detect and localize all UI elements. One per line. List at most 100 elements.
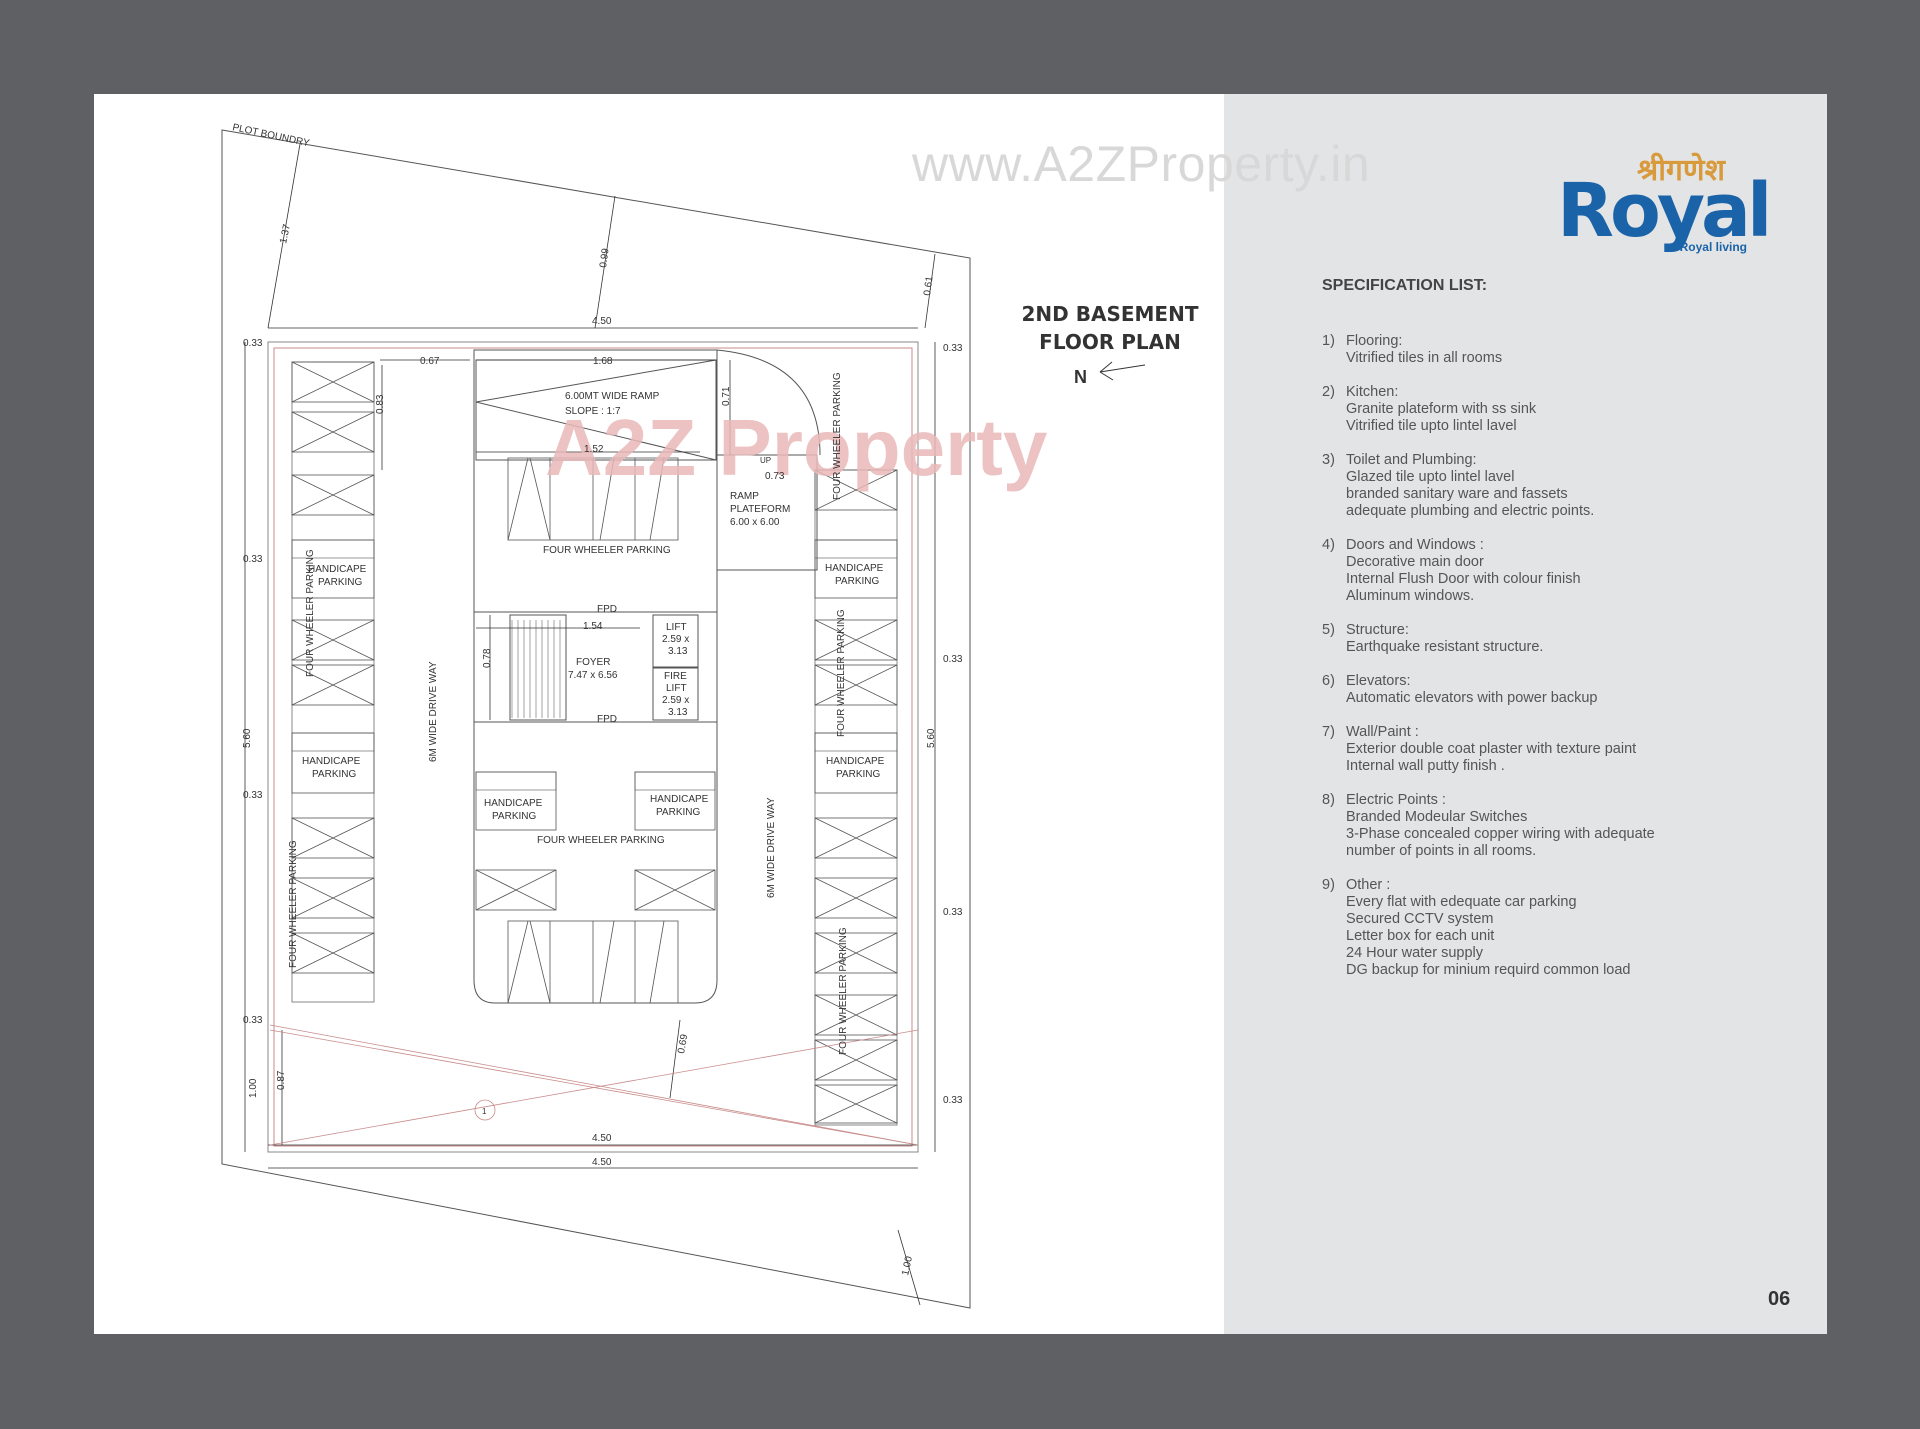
plan-title-line1: 2ND BASEMENT <box>1021 302 1199 326</box>
dim-560-left: 5.60 <box>242 728 253 748</box>
lift <box>652 614 699 668</box>
spec-item-title: Electric Points : <box>1346 792 1446 808</box>
spec-item: 5)Structure:Earthquake resistant structu… <box>1322 622 1772 656</box>
spec-heading: SPECIFICATION LIST: <box>1322 277 1488 294</box>
spec-item-line: Glazed tile upto lintel lavel <box>1346 469 1515 485</box>
label-parking-r1: PARKING <box>835 576 879 587</box>
label-ramp: 6.00MT WIDE RAMP <box>565 391 660 402</box>
dim-033-7: 0.33 <box>943 907 963 918</box>
dim-033-5: 0.33 <box>943 343 963 354</box>
dim-033-3: 0.33 <box>243 790 263 801</box>
spec-item: 9) Other :Every flat with edequate car pa… <box>1322 877 1772 979</box>
handicap-hatches <box>291 539 898 791</box>
label-fire-lift-2: LIFT <box>666 683 687 694</box>
label-parking-r2: PARKING <box>836 769 880 780</box>
page-number: 06 <box>1768 1288 1791 1310</box>
dim-168: 1.68 <box>593 356 613 367</box>
spec-item-line: 24 Hour water supply <box>1346 945 1484 961</box>
spec-item-body: Wall/Paint :Exterior double coat plaster… <box>1346 724 1636 775</box>
dimension-lines <box>244 143 936 1306</box>
dim-067: 0.67 <box>420 356 440 367</box>
dim-560-right: 5.60 <box>926 728 937 748</box>
dim-073: 0.73 <box>765 471 785 482</box>
label-lift-2: 2.59 x <box>662 634 689 645</box>
building-outline <box>267 341 919 1153</box>
dim-069: 0.69 <box>676 1033 690 1055</box>
dim-083: 0.83 <box>375 394 386 414</box>
spec-item-title: Flooring: <box>1346 333 1403 349</box>
spec-item-line: DG backup for minium requird common load <box>1346 962 1631 978</box>
label-fire-lift-4: 3.13 <box>668 707 688 718</box>
spec-item-body: Other :Every flat with edequate car park… <box>1346 877 1630 979</box>
spec-item-body: Elevators:Automatic elevators with power… <box>1346 673 1597 707</box>
dim-450-bottom1: 4.50 <box>592 1133 612 1144</box>
spec-item-line: Automatic elevators with power backup <box>1346 690 1598 706</box>
spec-item-body: Electric Points :Branded Modeular Switch… <box>1346 792 1655 860</box>
spec-item-title: Toilet and Plumbing: <box>1346 452 1477 468</box>
plan-title: 2ND BASEMENT FLOOR PLAN <box>1010 300 1210 356</box>
label-fire-lift-1: FIRE <box>664 671 687 682</box>
specification-panel <box>1224 94 1827 1334</box>
spec-item-line: Granite plateform with ss sink <box>1346 401 1537 417</box>
label-ramp-plateform-2: PLATEFORM <box>730 504 790 515</box>
label-ramp-plateform-3: 6.00 x 6.00 <box>730 517 780 528</box>
spec-item: 3)Toilet and Plumbing:Glazed tile upto l… <box>1322 452 1772 520</box>
label-handicape-r2: HANDICAPE <box>826 756 885 767</box>
spec-item-line: Internal Flush Door with colour finish <box>1346 571 1581 587</box>
logo-tagline: Royal living <box>1679 240 1747 254</box>
dim-154: 1.54 <box>583 621 603 632</box>
spec-item-number: 7) <box>1322 724 1335 740</box>
label-slope: SLOPE : 1:7 <box>565 406 621 417</box>
spec-item-body: Structure:Earthquake resistant structure… <box>1346 622 1543 656</box>
spec-item-body: Toilet and Plumbing:Glazed tile upto lin… <box>1346 452 1594 520</box>
dim-033-8: 0.33 <box>943 1095 963 1106</box>
spec-item-line: Earthquake resistant structure. <box>1346 639 1544 655</box>
spec-item-number: 6) <box>1322 673 1335 689</box>
spec-item-title: Doors and Windows : <box>1346 537 1484 553</box>
watermark-url: www.A2ZProperty.in <box>912 136 1371 192</box>
label-fwp-center-top: FOUR WHEELER PARKING <box>543 545 671 556</box>
spec-item-line: Exterior double coat plaster with textur… <box>1346 741 1637 757</box>
label-fwp-left-1: FOUR WHEELER PARKING <box>305 549 316 677</box>
label-driveway-right: 6M WIDE DRIVE WAY <box>766 797 777 898</box>
label-handicape-l1: HANDICAPE <box>308 564 367 575</box>
north-label: N <box>1074 367 1087 387</box>
dim-071: 0.71 <box>721 386 732 406</box>
label-driveway-left: 6M WIDE DRIVE WAY <box>428 661 439 762</box>
spec-item-title: Other : <box>1346 877 1391 893</box>
fire-lift <box>652 667 699 721</box>
spec-item-number: 1) <box>1322 333 1335 349</box>
spec-item-number: 9) <box>1322 877 1335 893</box>
spec-item-line: adequate plumbing and electric points. <box>1346 503 1595 519</box>
label-fwp-center-bottom: FOUR WHEELER PARKING <box>537 835 665 846</box>
spec-item-line: Letter box for each unit <box>1346 928 1495 944</box>
royal-logo: श्रीगणेश Royal Royal living <box>1555 148 1772 258</box>
dimension-labels: 1.37 0.99 0.61 4.50 4.50 4.50 0.33 0.33 … <box>242 223 963 1277</box>
label-fwp-right-2: FOUR WHEELER PARKING <box>836 609 847 737</box>
spec-item: 8)Electric Points :Branded Modeular Swit… <box>1322 792 1772 860</box>
plan-labels: PLOT BOUNDRY 6.00MT WIDE RAMP SLOPE : 1:… <box>231 122 884 1116</box>
dim-033-6: 0.33 <box>943 654 963 665</box>
label-foyer-size: 7.47 x 6.56 <box>568 670 618 681</box>
dim-152: 1.52 <box>584 444 604 455</box>
dim-078: 0.78 <box>482 648 493 668</box>
label-fpd-2: FPD <box>597 714 617 725</box>
spec-item-line: Vitrified tiles in all rooms <box>1346 350 1503 366</box>
foyer-area <box>473 611 718 723</box>
spec-item-title: Structure: <box>1346 622 1409 638</box>
spec-item-line: Aluminum windows. <box>1346 588 1475 604</box>
spec-item-line: 3-Phase concealed copper wiring with ade… <box>1346 826 1655 842</box>
dim-087: 0.87 <box>276 1070 287 1090</box>
dim-033-4: 0.33 <box>243 1015 263 1026</box>
staircase <box>511 620 561 718</box>
parking-bays-right <box>814 469 898 1124</box>
label-marker: 1 <box>482 1107 487 1116</box>
spec-item-line: Decorative main door <box>1346 554 1484 570</box>
parking-bays-left <box>291 361 375 974</box>
plan-title-line2: FLOOR PLAN <box>1039 330 1181 354</box>
label-fire-lift-3: 2.59 x <box>662 695 689 706</box>
dim-033-2: 0.33 <box>243 554 263 565</box>
logo-top-text: श्रीगणेश <box>1637 153 1725 188</box>
